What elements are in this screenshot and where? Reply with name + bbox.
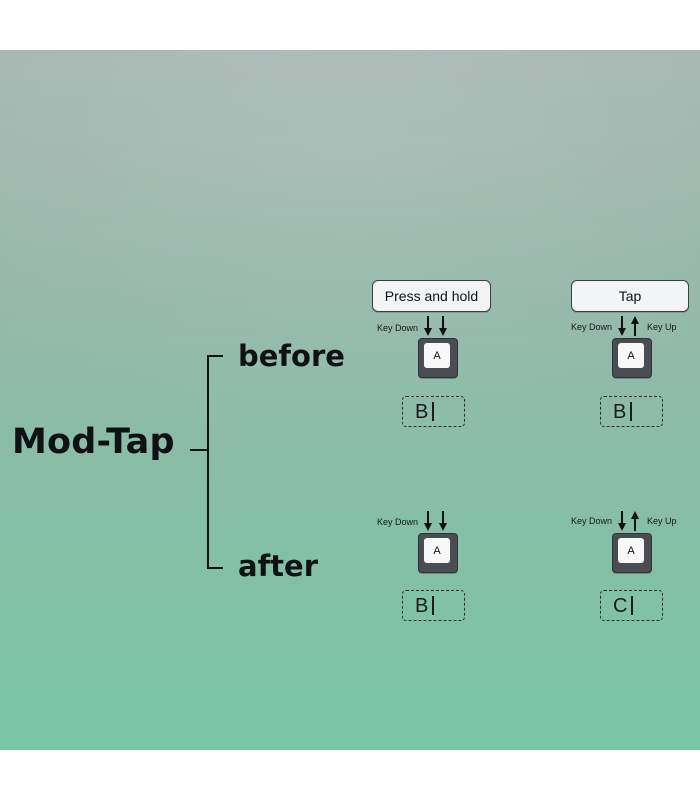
text-cursor-icon [631, 596, 633, 615]
down-arrow-icon [618, 511, 626, 531]
key-down-label: Key Down [377, 323, 419, 333]
bracket-arm-bottom [207, 567, 223, 569]
bracket-stem [207, 355, 209, 569]
tap-button[interactable]: Tap [571, 280, 689, 312]
text-cursor-icon [432, 402, 434, 421]
text-cursor-icon [630, 402, 632, 421]
key-down-label: Key Down [571, 322, 613, 332]
diagram-canvas: Mod-Tap before after Press and hold Tap … [0, 50, 700, 750]
output-char: B [415, 594, 429, 617]
keycap: A [418, 533, 458, 573]
output-box: B [402, 590, 465, 621]
press-and-hold-button[interactable]: Press and hold [372, 280, 491, 312]
down-arrow-icon [439, 316, 447, 336]
output-box: C [600, 590, 663, 621]
output-char: B [613, 400, 627, 423]
key-down-label: Key Down [571, 516, 613, 526]
bracket-arm-mid [190, 449, 209, 451]
down-arrow-icon [618, 316, 626, 336]
up-arrow-icon [631, 316, 639, 336]
stage-label-after: after [238, 549, 319, 583]
key-up-label: Key Up [647, 322, 677, 332]
key-up-label: Key Up [647, 516, 677, 526]
mod-tap-title: Mod-Tap [12, 422, 175, 462]
keycap: A [418, 338, 458, 378]
keycap-label: A [618, 538, 644, 563]
keycap-label: A [424, 538, 450, 563]
keycap: A [612, 338, 652, 378]
output-box: B [402, 396, 465, 427]
key-down-label: Key Down [377, 517, 419, 527]
down-arrow-icon [439, 511, 447, 531]
branch-bracket [190, 355, 223, 569]
keycap-label: A [618, 343, 644, 368]
text-cursor-icon [432, 596, 434, 615]
down-arrow-icon [424, 316, 432, 336]
keycap: A [612, 533, 652, 573]
up-arrow-icon [631, 511, 639, 531]
keycap-label: A [424, 343, 450, 368]
stage-label-before: before [238, 339, 345, 373]
output-box: B [600, 396, 663, 427]
output-char: B [415, 400, 429, 423]
bracket-arm-top [207, 355, 223, 357]
down-arrow-icon [424, 511, 432, 531]
output-char: C [613, 594, 628, 617]
